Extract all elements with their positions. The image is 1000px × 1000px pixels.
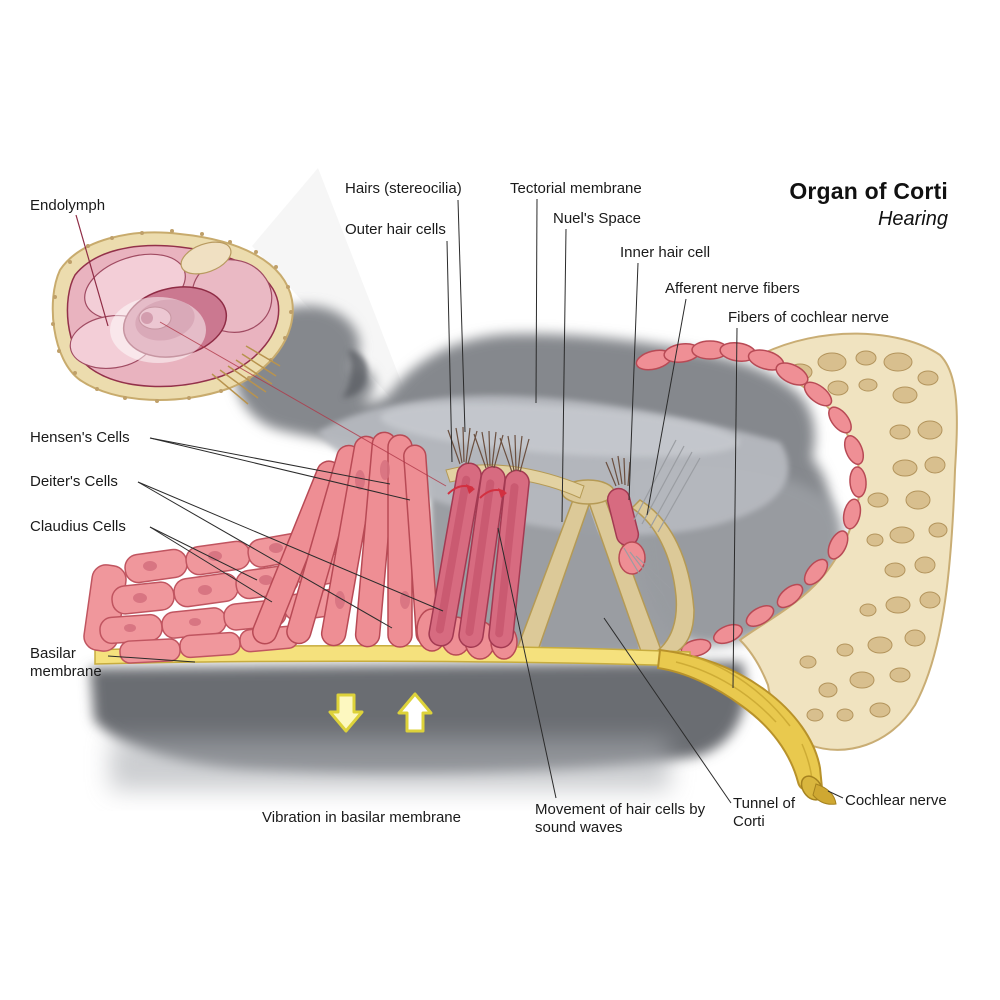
label-nuels-space: Nuel's Space [553,210,641,227]
leader-deiters-1 [137,481,393,629]
bone-speckles [51,229,293,403]
up-arrow-icon [397,692,433,733]
leader-claudius-2 [149,526,273,603]
leader-hensens-2 [149,437,411,501]
outer-hair-cells-art [428,426,530,649]
label-tunnel-of-corti: Tunnel of Corti [733,795,795,830]
label-tectorial-membrane: Tectorial membrane [510,180,642,197]
leader-basilar [107,655,196,663]
leader-hairs [457,199,466,433]
leader-deiters-2 [137,481,444,612]
leader-fibers-cochlear [732,327,738,689]
stereocilia-art [447,426,530,473]
label-outer-hair-cells: Outer hair cells [345,221,446,238]
down-arrow-icon [328,693,364,733]
leader-tectorial [535,198,538,404]
leader-outer-hair-cells [446,240,453,463]
leader-cochlear-nerve [827,790,844,799]
leader-claudius-1 [149,526,258,581]
label-endolymph: Endolymph [30,197,106,214]
figure-title: Organ of Corti [789,178,948,204]
leader-lines [107,198,844,804]
label-vibration-in-basilar-membrane: Vibration in basilar membrane [262,809,461,826]
label-movement-of-hair-cells: Movement of hair cells by sound waves [535,801,706,836]
label-deiters-cells: Deiter's Cells [30,473,118,490]
label-fibers-of-cochlear-nerve: Fibers of cochlear nerve [728,309,889,326]
inner-hair-cell-art [605,455,646,575]
vibration-arrows [328,692,433,733]
magnifier-line [159,321,447,487]
leader-endolymph [75,214,109,327]
cochlear-nerve-art [656,648,837,805]
label-hairs-stereocilia: Hairs (stereocilia) [345,180,462,197]
spiral-ligament-cells-art [635,340,867,658]
leader-movement [497,527,557,799]
figure-subtitle: Hearing [877,208,948,230]
leader-tunnel [603,617,732,804]
label-basilar-membrane: Basilar membrane [30,645,102,680]
label-inner-hair-cell: Inner hair cell [620,244,711,261]
leader-hensens-1 [149,437,391,485]
bone-art [738,332,958,751]
cochlea-inset [51,214,447,487]
leader-afferent [646,298,687,516]
label-afferent-nerve-fibers: Afferent nerve fibers [665,280,800,297]
label-claudius-cells: Claudius Cells [30,518,126,535]
tectorial-membrane-art [318,395,789,535]
label-hensens-cells: Hensen's Cells [30,429,130,446]
figure-title-block: Organ of Corti Hearing [789,178,948,231]
label-cochlear-nerve: Cochlear nerve [845,792,947,809]
inset-nerve-comb [211,345,281,405]
motion-arrows-red [447,484,507,499]
leader-inner-hair-cell [628,262,639,501]
afferent-fibers-art [623,439,701,603]
magnifier-wedge [252,168,420,430]
leader-nuels [561,228,567,523]
